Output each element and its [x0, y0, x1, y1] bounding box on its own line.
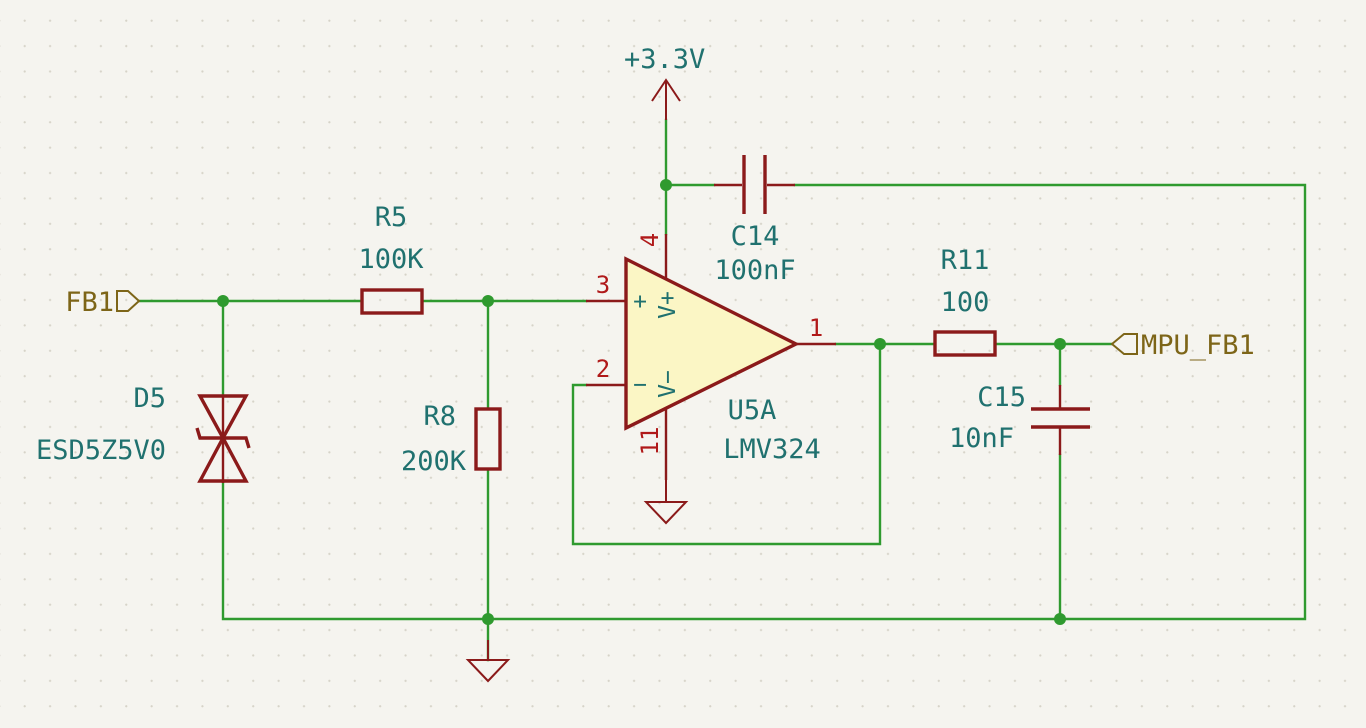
u5a-value: LMV324 [723, 434, 821, 465]
resistor-r8[interactable]: R8 200K [401, 401, 502, 477]
opamp-triangle-body [624, 256, 800, 431]
opamp-pin-11: 11 [636, 427, 664, 456]
d5-lower-triangle [197, 434, 249, 483]
resistor-r11-body [933, 330, 997, 357]
capacitor-c14[interactable]: C14 100nF [714, 155, 796, 286]
c14-value: 100nF [714, 255, 795, 286]
opamp-u5a[interactable]: 3 2 1 4 11 + − V+ V− U5A LMV324 [586, 233, 836, 480]
net-label-mpu-fb1[interactable]: MPU_FB1 [1110, 330, 1255, 361]
opamp-vminus-label: V− [655, 370, 681, 398]
d5-value: ESD5Z5V0 [36, 435, 166, 466]
ground-symbol-rail[interactable] [465, 640, 511, 683]
output-port-icon [1110, 333, 1138, 355]
junction-gnd-c15 [1054, 613, 1066, 625]
power-symbol-vcc[interactable]: +3.3V [624, 44, 705, 120]
junction-fb1-d5 [217, 295, 229, 307]
u5a-ref: U5A [728, 395, 777, 426]
wires [138, 118, 1307, 662]
c15-ref: C15 [977, 382, 1026, 413]
opamp-pin-1: 1 [809, 314, 823, 342]
r11-ref: R11 [941, 245, 990, 276]
opamp-minus-sign: − [633, 372, 647, 398]
c14-ref: C14 [731, 221, 780, 252]
junction-vcc-c14 [660, 179, 672, 191]
r5-ref: R5 [375, 202, 408, 233]
junctions [217, 179, 1066, 625]
r5-value: 100K [358, 244, 424, 275]
junction-r5-r8 [482, 295, 494, 307]
net-label-fb1[interactable]: FB1 [65, 287, 141, 318]
input-port-icon [116, 290, 141, 312]
d5-upper-triangle [197, 394, 249, 442]
d5-ref: D5 [133, 383, 166, 414]
junction-gnd-r8 [482, 613, 494, 625]
opamp-vplus-label: V+ [655, 291, 681, 319]
junction-r11-c15 [1054, 338, 1066, 350]
wire-d5-bottom-to-gnd-rail [221, 183, 1307, 621]
r8-value: 200K [401, 446, 467, 477]
opamp-pin-4: 4 [636, 233, 664, 247]
resistor-r5[interactable]: R5 100K [358, 202, 424, 315]
opamp-pin-3: 3 [596, 271, 610, 299]
c15-value: 10nF [949, 423, 1014, 454]
vcc-label: +3.3V [624, 44, 705, 75]
resistor-r5-body [360, 288, 424, 315]
junction-opamp-out [874, 338, 886, 350]
opamp-plus-sign: + [633, 289, 647, 315]
net-label-mpu-fb1-text: MPU_FB1 [1141, 330, 1255, 361]
r8-ref: R8 [423, 401, 456, 432]
r11-value: 100 [941, 287, 990, 318]
resistor-r8-body [474, 407, 502, 471]
ground-icon [643, 501, 689, 525]
ground-icon [465, 659, 511, 683]
d5-cathode-bar [195, 427, 251, 449]
wire-feedback-loop [571, 342, 882, 546]
opamp-pin-2: 2 [596, 355, 610, 383]
resistor-r11[interactable]: R11 100 [933, 245, 997, 357]
capacitor-c15[interactable]: C15 10nF [949, 382, 1090, 455]
ground-symbol-opamp[interactable] [643, 480, 689, 525]
net-label-fb1-text: FB1 [65, 287, 114, 318]
diode-d5[interactable]: D5 ESD5Z5V0 [36, 383, 251, 483]
